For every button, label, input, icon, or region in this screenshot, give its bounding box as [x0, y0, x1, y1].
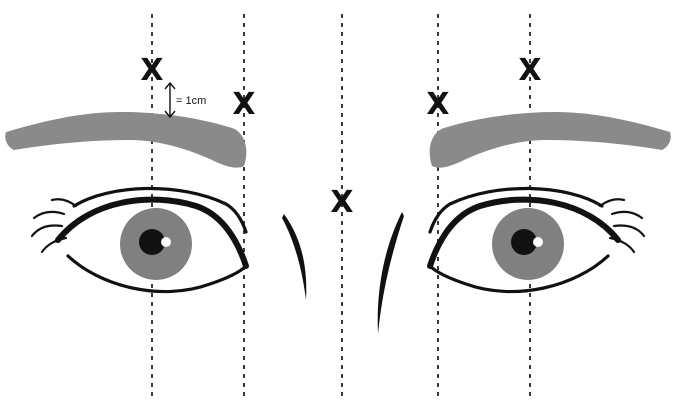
marker-center: X — [330, 185, 353, 220]
left-eyebrow — [5, 112, 246, 168]
marker-left-brow-end: X — [232, 87, 255, 122]
right-eyebrow — [430, 112, 671, 168]
left-eye-highlight — [161, 237, 171, 247]
marker-right-brow-end: X — [426, 87, 449, 122]
marker-right-brow-peak: X — [518, 53, 541, 88]
right-eye-highlight — [533, 237, 543, 247]
nose-line-right — [378, 212, 404, 334]
nose-line-left — [282, 214, 306, 300]
measurement-label: = 1cm — [176, 95, 206, 107]
marker-left-brow-peak: X — [140, 53, 163, 88]
left-eye — [32, 188, 246, 291]
right-eye — [430, 188, 644, 291]
measurement-indicator: = 1cm — [165, 83, 206, 117]
